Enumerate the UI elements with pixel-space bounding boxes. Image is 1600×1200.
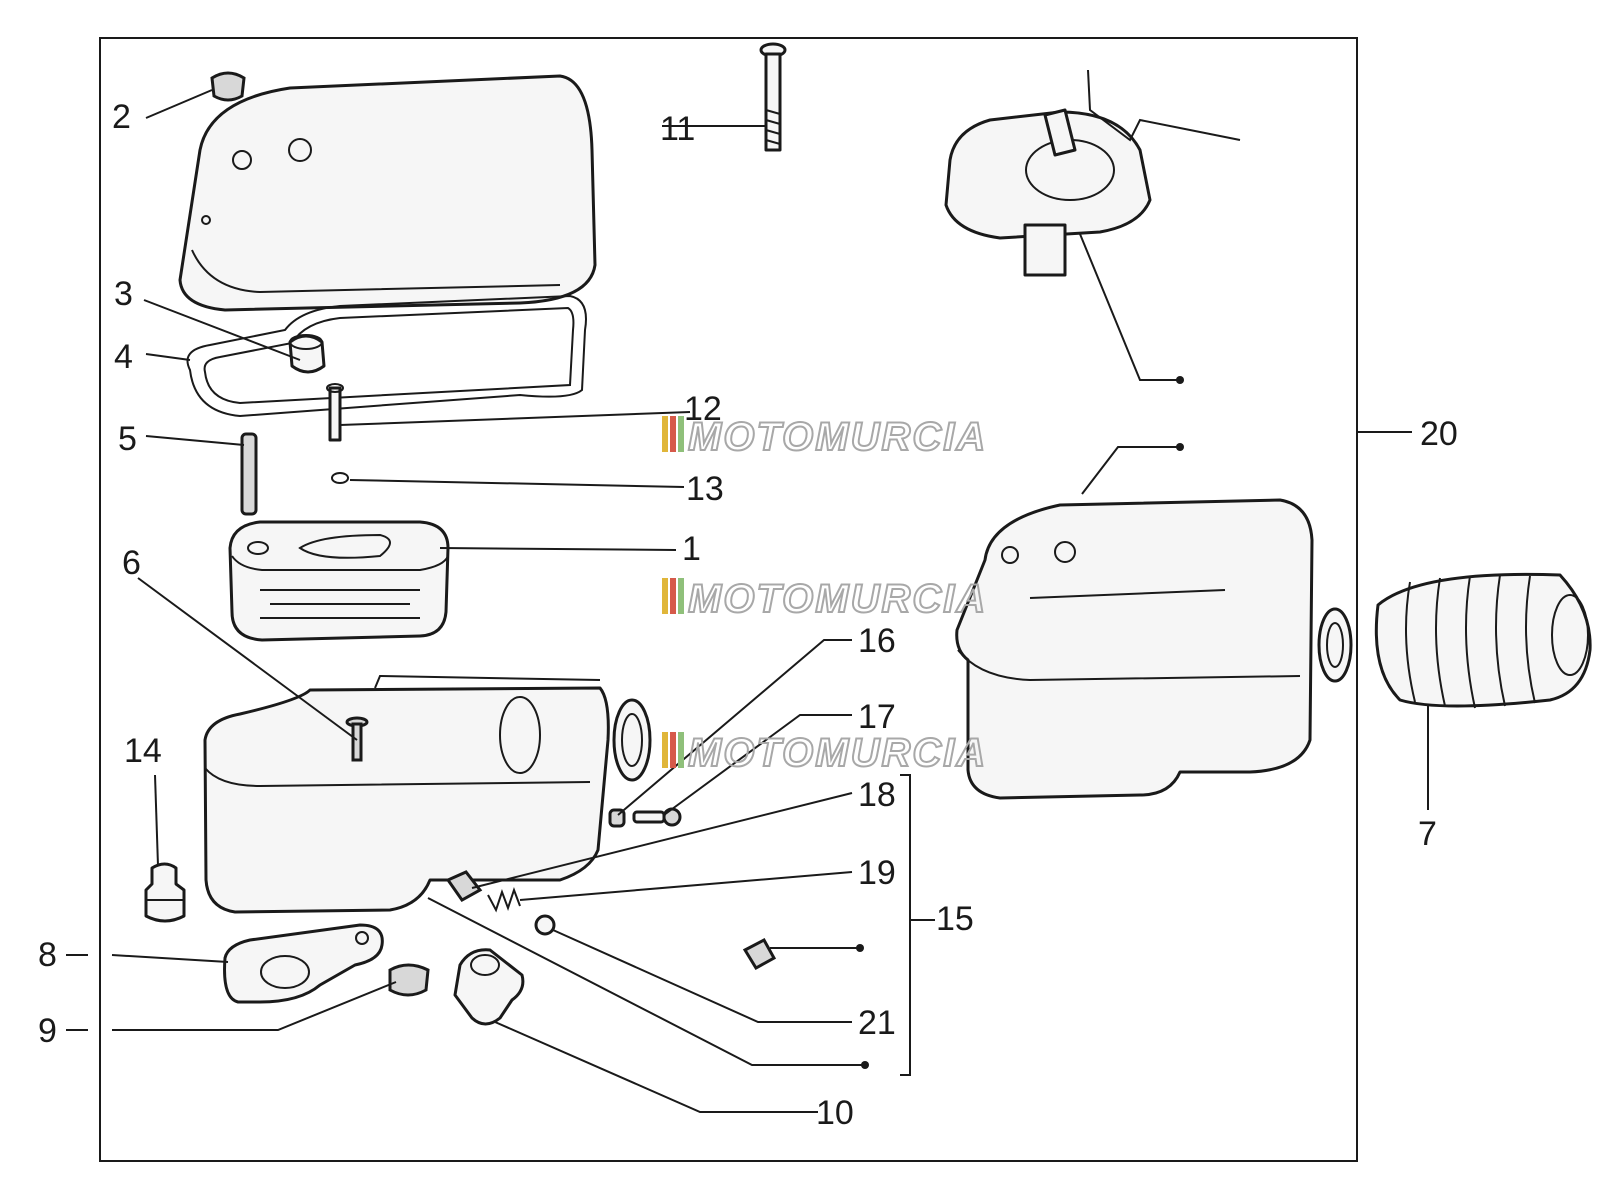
part-21-ball xyxy=(534,914,556,936)
watermark-stripe-3 xyxy=(678,416,684,452)
watermark-stripe-2 xyxy=(670,732,676,768)
part-4-gasket xyxy=(186,294,587,418)
part-12-stud xyxy=(326,383,344,442)
part-1-filter xyxy=(228,520,450,642)
part-8-flange xyxy=(223,923,384,1004)
leader-lines xyxy=(66,89,1429,1113)
callout-2: 2 xyxy=(112,98,131,136)
callout-3: 3 xyxy=(114,275,133,313)
watermark-stripe-1 xyxy=(662,416,668,452)
callout-13: 13 xyxy=(686,470,724,508)
part-20-carb-body xyxy=(955,498,1353,800)
callout-14: 14 xyxy=(124,732,162,770)
callout-21: 21 xyxy=(858,1004,896,1042)
callout-7: 7 xyxy=(1418,815,1437,853)
callout-4: 4 xyxy=(114,338,133,376)
part-3-bushing xyxy=(288,334,326,374)
watermark-text: MOTOMURCIA xyxy=(688,731,987,775)
callout-20: 20 xyxy=(1420,415,1458,453)
part-17-jet xyxy=(632,807,682,827)
diagram-frame xyxy=(99,37,1358,1162)
callout-11: 11 xyxy=(660,110,695,148)
callout-17: 17 xyxy=(858,698,896,736)
callout-6: 6 xyxy=(122,544,141,582)
watermark-stripe-3 xyxy=(678,732,684,768)
part-11-screw xyxy=(759,42,787,152)
callout-10: 10 xyxy=(816,1094,854,1132)
part-13-washer xyxy=(331,472,349,484)
leader-dots xyxy=(856,376,1184,1069)
part-9-nut xyxy=(388,963,430,997)
callout-5: 5 xyxy=(118,420,137,458)
watermark: MOTOMURCIA xyxy=(662,414,987,460)
callout-labels: 1 2 3 4 5 6 7 8 9 10 11 12 13 14 15 16 1… xyxy=(38,98,1458,1132)
callout-16: 16 xyxy=(858,622,896,660)
callout-19: 19 xyxy=(858,854,896,892)
part-19-spring xyxy=(487,887,521,913)
part-20-carb-top xyxy=(944,69,1241,277)
watermark-stripe-1 xyxy=(662,732,668,768)
part-18-nut xyxy=(445,870,483,902)
callout-1: 1 xyxy=(682,530,701,568)
part-14-plug xyxy=(144,862,186,923)
watermark-stripe-3 xyxy=(678,578,684,614)
callout-15: 15 xyxy=(936,900,974,938)
callout-18: 18 xyxy=(858,776,896,814)
watermark-stripe-2 xyxy=(670,578,676,614)
watermark: MOTOMURCIA xyxy=(662,730,987,776)
part-2-cap xyxy=(210,71,246,102)
part-10-valve xyxy=(453,948,525,1026)
part-housing xyxy=(203,674,652,914)
part-15-jet xyxy=(742,937,777,971)
part-7-boot xyxy=(1374,572,1592,709)
watermark-stripe-2 xyxy=(670,416,676,452)
callout-12: 12 xyxy=(684,390,722,428)
part-cover-lid xyxy=(178,74,597,312)
watermark: MOTOMURCIA xyxy=(662,576,987,622)
watermark-stripe-1 xyxy=(662,578,668,614)
part-6-screw xyxy=(345,716,369,762)
part-5-pin xyxy=(240,432,258,516)
callout-8: 8 xyxy=(38,936,57,974)
watermark-text: MOTOMURCIA xyxy=(688,415,987,459)
watermark-text: MOTOMURCIA xyxy=(688,577,987,621)
callout-9: 9 xyxy=(38,1012,57,1050)
